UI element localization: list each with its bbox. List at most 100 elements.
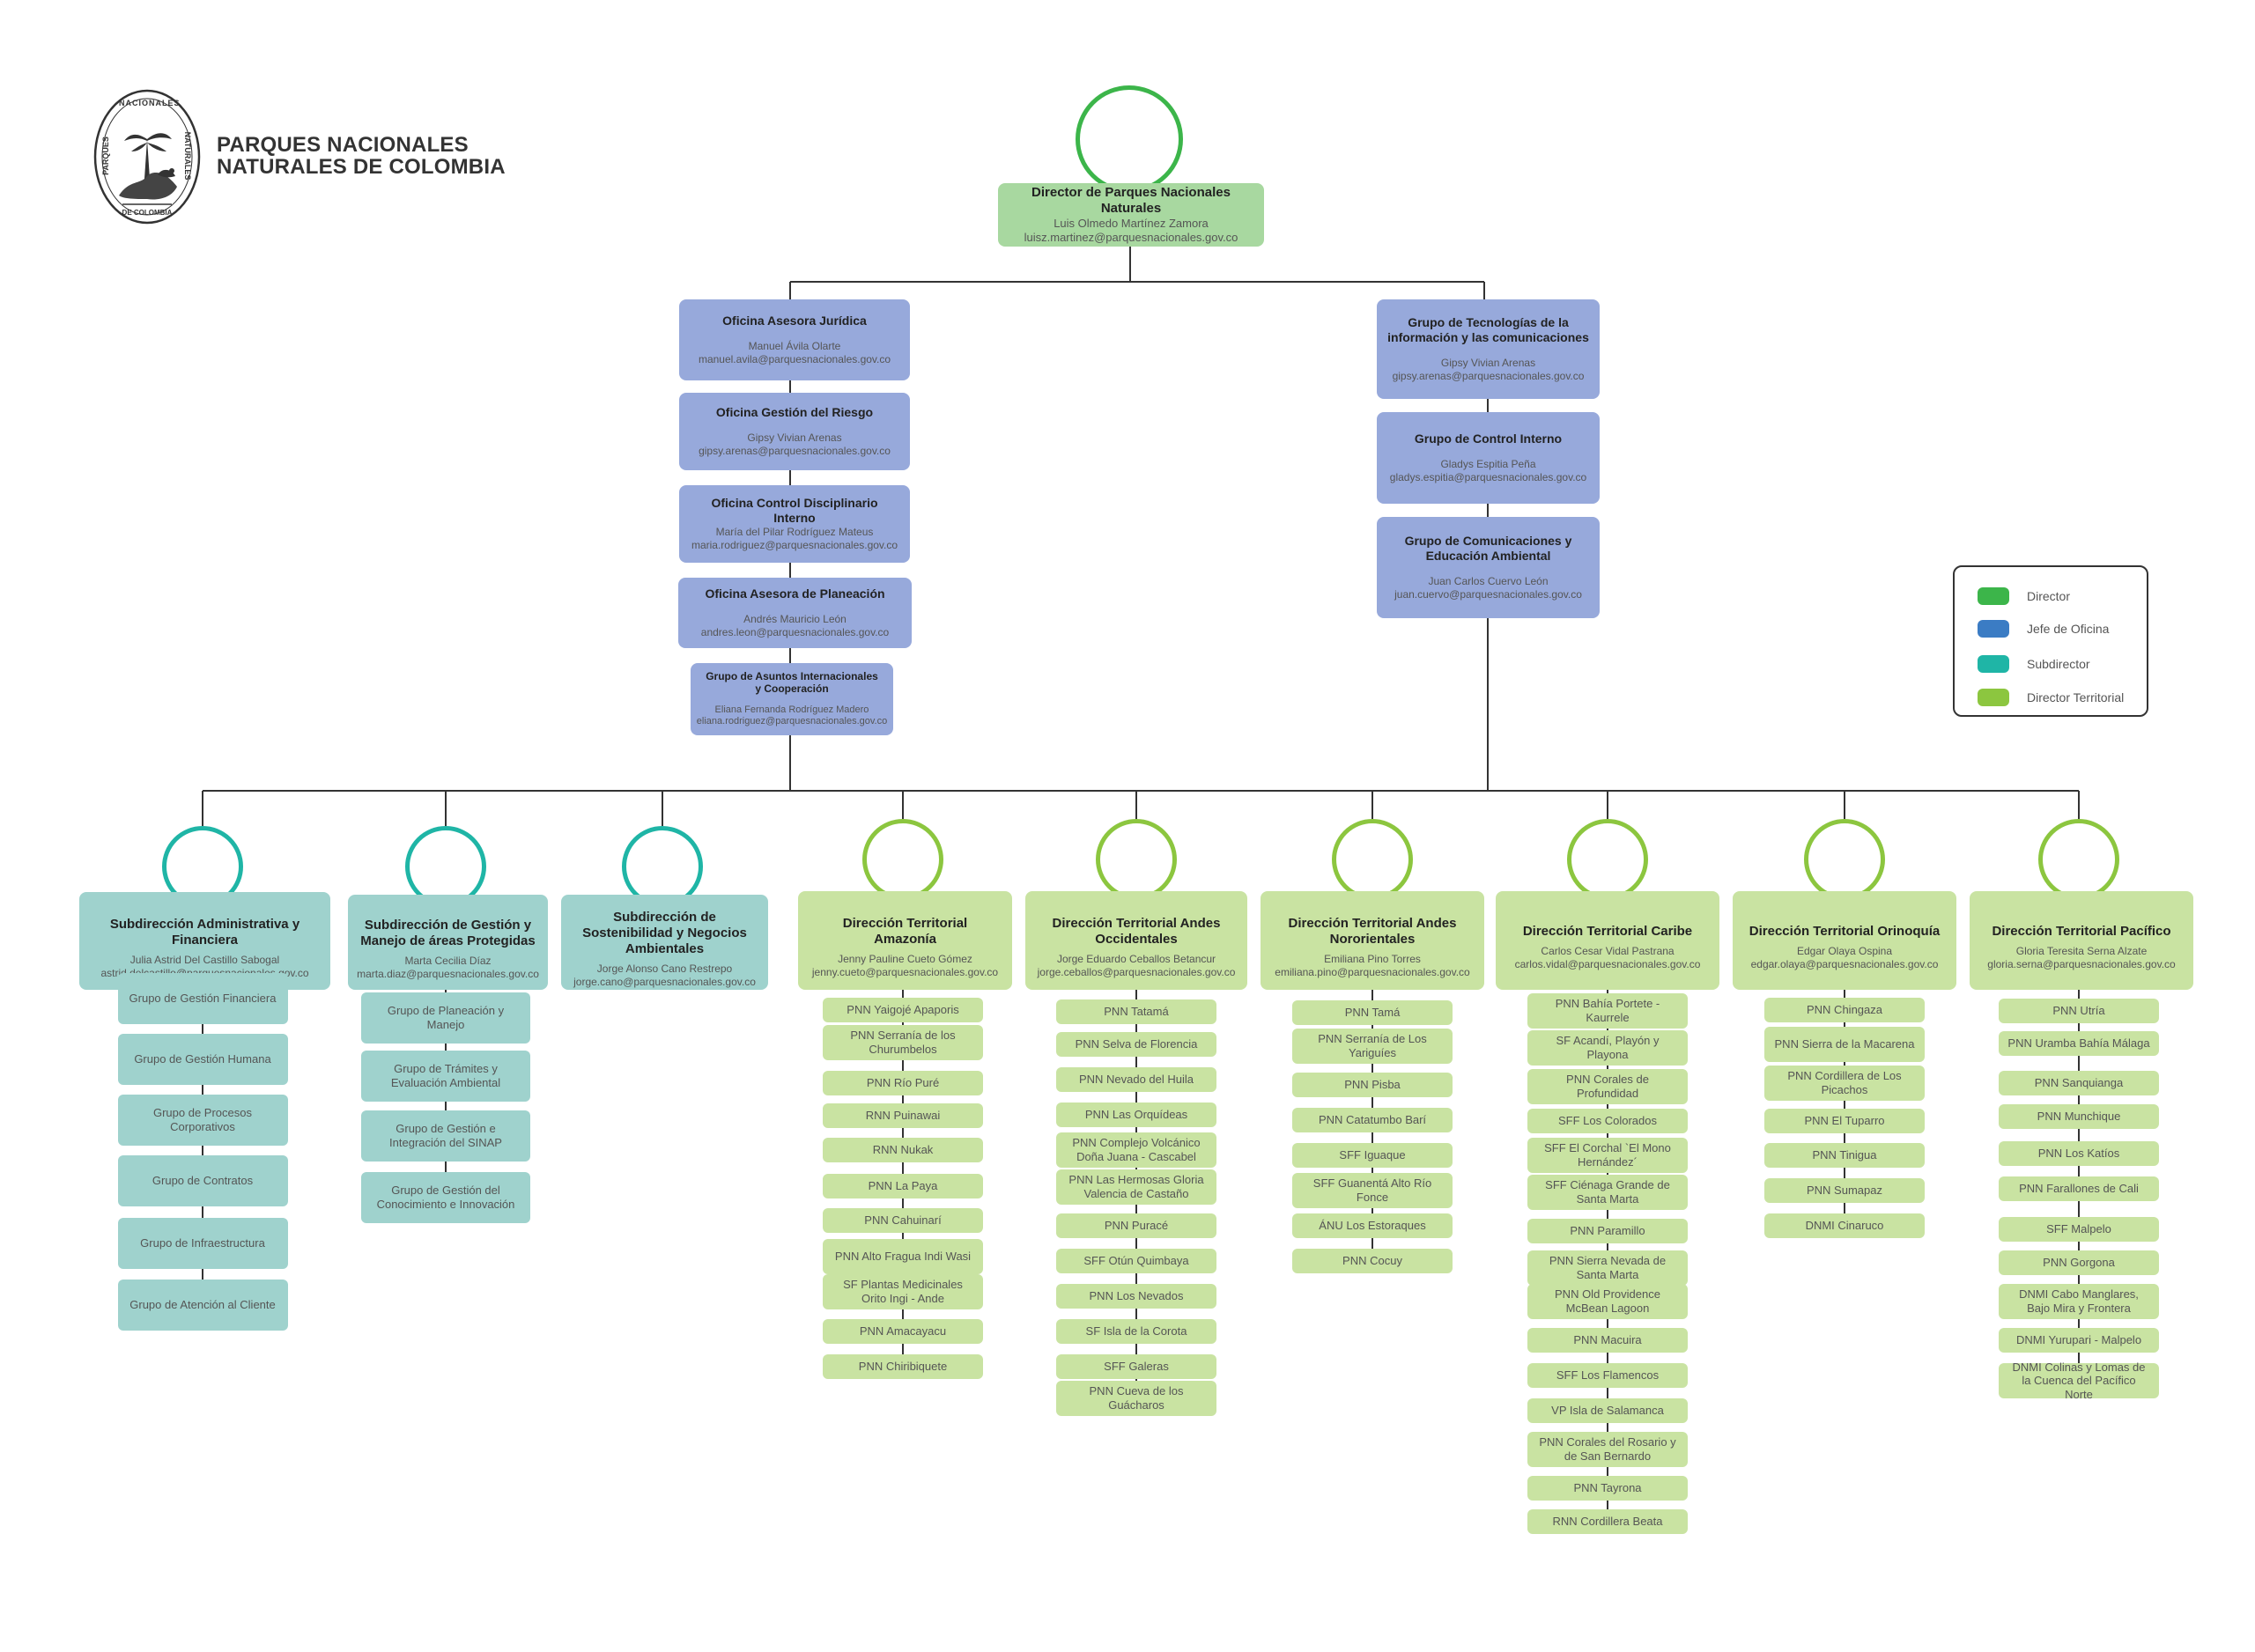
child-unit: PNN Paramillo [1527, 1219, 1688, 1243]
unit-name: Jenny Pauline Cueto Gómez [838, 953, 972, 965]
child-unit: PNN Serranía de Los Yariguíes [1292, 1029, 1453, 1064]
seal-text-left: PARQUES [101, 136, 110, 175]
office-name: María del Pilar Rodríguez Mateus [715, 525, 874, 538]
office-box-asuntos-internacionales: Grupo de Asuntos Internacionales y Coope… [691, 663, 893, 735]
child-unit: PNN Las Hermosas Gloria Valencia de Cast… [1056, 1169, 1216, 1205]
child-unit: Grupo de Planeación y Manejo [361, 992, 530, 1044]
unit-name: Edgar Olaya Ospina [1796, 945, 1893, 957]
office-email: gipsy.arenas@parquesnacionales.gov.co [699, 445, 891, 458]
unit-title: Dirección Territorial Pacífico [1992, 924, 2171, 939]
child-unit: PNN Amacayacu [823, 1319, 983, 1344]
director-title: Director de Parques Nacionales Naturales [1031, 184, 1231, 216]
child-unit: SFF Malpelo [1999, 1217, 2159, 1242]
unit-box: Subdirección de Sostenibilidad y Negocio… [561, 895, 768, 990]
child-unit: SFF Los Flamencos [1527, 1363, 1688, 1388]
unit-photo [1096, 819, 1177, 900]
child-unit: Grupo de Infraestructura [117, 1218, 288, 1269]
office-email: juan.cuervo@parquesnacionales.gov.co [1394, 588, 1582, 601]
unit-email: gloria.serna@parquesnacionales.gov.co [1987, 958, 2176, 970]
child-unit: PNN Puracé [1056, 1213, 1216, 1238]
child-unit: PNN Sierra de la Macarena [1764, 1027, 1925, 1062]
legend-label: Subdirector [2027, 657, 2090, 671]
child-unit: PNN Catatumbo Barí [1292, 1108, 1453, 1132]
office-title: Grupo de Tecnologías de la información y… [1387, 314, 1589, 344]
child-unit: PNN Yaigojé Apaporis [823, 998, 983, 1022]
child-unit: PNN Serranía de los Churumbelos [823, 1025, 983, 1060]
legend-swatch [1978, 587, 2009, 605]
director-photo [1076, 85, 1183, 193]
child-unit: SFF Galeras [1056, 1354, 1216, 1379]
child-unit: PNN Cueva de los Guácharos [1056, 1381, 1216, 1416]
org-name-line-2: NATURALES DE COLOMBIA [217, 155, 506, 179]
child-unit: PNN Sumapaz [1764, 1178, 1925, 1203]
unit-name: Jorge Alonso Cano Restrepo [596, 962, 733, 975]
office-title: Grupo de Comunicaciones y Educación Ambi… [1404, 533, 1572, 563]
office-box-juridica: Oficina Asesora Jurídica Manuel Ávila Ol… [679, 299, 910, 380]
child-unit: PNN Tamá [1292, 1000, 1453, 1025]
director-box: Director de Parques Nacionales Naturales… [998, 183, 1264, 247]
legend-item-director-territorial: Director Territorial [1978, 688, 2124, 707]
unit-email: marta.diaz@parquesnacionales.gov.co [357, 968, 539, 980]
child-unit: PNN Macuira [1527, 1328, 1688, 1353]
child-unit: RNN Nukak [823, 1138, 983, 1162]
child-unit: DNMI Cabo Manglares, Bajo Mira y Fronter… [1999, 1284, 2159, 1319]
unit-name: Jorge Eduardo Ceballos Betancur [1056, 953, 1216, 965]
child-unit: SFF Guanentá Alto Río Fonce [1292, 1173, 1453, 1208]
unit-email: emiliana.pino@parquesnacionales.gov.co [1275, 966, 1470, 978]
office-name: Gipsy Vivian Arenas [1440, 357, 1536, 370]
seal-text-bottom: DE COLOMBIA [122, 209, 173, 217]
child-unit: PNN Chiribiquete [823, 1354, 983, 1379]
legend-swatch [1978, 655, 2009, 673]
legend-label: Director [2027, 589, 2071, 603]
child-unit: SF Acandí, Playón y Playona [1527, 1030, 1688, 1066]
child-unit: Grupo de Atención al Cliente [117, 1280, 288, 1331]
office-email: manuel.avila@parquesnacionales.gov.co [698, 353, 891, 366]
unit-photo [1567, 819, 1648, 900]
child-unit: PNN Nevado del Huila [1056, 1067, 1216, 1092]
office-email: gladys.espitia@parquesnacionales.gov.co [1389, 471, 1587, 484]
unit-email: jenny.cueto@parquesnacionales.gov.co [811, 966, 999, 978]
child-unit: PNN Corales del Rosario y de San Bernard… [1527, 1432, 1688, 1467]
unit-email: jorge.ceballos@parquesnacionales.gov.co [1037, 966, 1236, 978]
office-title: Oficina Asesora de Planeación [705, 586, 885, 601]
child-unit: Grupo de Contratos [117, 1155, 288, 1206]
office-box-gestion-riesgo: Oficina Gestión del Riesgo Gipsy Vivian … [679, 393, 910, 470]
child-unit: VP Isla de Salamanca [1527, 1398, 1688, 1423]
unit-title: Dirección Territorial Amazonía [842, 916, 968, 947]
child-unit: DNMI Cinaruco [1764, 1213, 1925, 1238]
child-unit: PNN Tinigua [1764, 1143, 1925, 1168]
child-unit: PNN Bahía Portete - Kaurrele [1527, 993, 1688, 1029]
child-unit: PNN Sanquianga [1999, 1071, 2159, 1095]
unit-title: Dirección Territorial Orinoquía [1749, 924, 1941, 939]
unit-box: Subdirección de Gestión y Manejo de área… [348, 895, 548, 990]
legend-item-subdirector: Subdirector [1978, 654, 2090, 674]
unit-photo [1804, 819, 1885, 900]
child-unit: ÁNU Los Estoraques [1292, 1213, 1453, 1238]
legend-item-jefe-oficina: Jefe de Oficina [1978, 619, 2109, 638]
office-title: Grupo de Control Interno [1414, 431, 1563, 446]
unit-email: edgar.olaya@parquesnacionales.gov.co [1750, 958, 1939, 970]
unit-name: Carlos Cesar Vidal Pastrana [1541, 945, 1675, 957]
director-email: luisz.martinez@parquesnacionales.gov.co [1024, 231, 1238, 244]
office-email: andres.leon@parquesnacionales.gov.co [700, 626, 890, 639]
unit-name: Marta Cecilia Díaz [404, 955, 492, 967]
unit-title: Subdirección de Sostenibilidad y Negocio… [582, 910, 747, 956]
child-unit: PNN Cahuinarí [823, 1208, 983, 1233]
unit-photo [1332, 819, 1413, 900]
office-box-control-interno: Grupo de Control Interno Gladys Espitia … [1377, 412, 1600, 504]
child-unit: PNN Munchique [1999, 1104, 2159, 1129]
child-unit: DNMI Yurupari - Malpelo [1999, 1328, 2159, 1353]
child-unit: SFF Ciénaga Grande de Santa Marta [1527, 1175, 1688, 1210]
child-unit: SF Plantas Medicinales Orito Ingi - Ande [823, 1274, 983, 1309]
unit-email: carlos.vidal@parquesnacionales.gov.co [1514, 958, 1701, 970]
office-title: Oficina Control Disciplinario Interno [711, 496, 878, 525]
unit-title: Dirección Territorial Andes Occidentales [1052, 916, 1221, 947]
legend-item-director: Director [1978, 586, 2070, 606]
child-unit: PNN Los Katíos [1999, 1141, 2159, 1166]
office-title: Oficina Gestión del Riesgo [715, 404, 874, 419]
child-unit: PNN Utría [1999, 999, 2159, 1023]
office-email: gipsy.arenas@parquesnacionales.gov.co [1392, 370, 1585, 383]
